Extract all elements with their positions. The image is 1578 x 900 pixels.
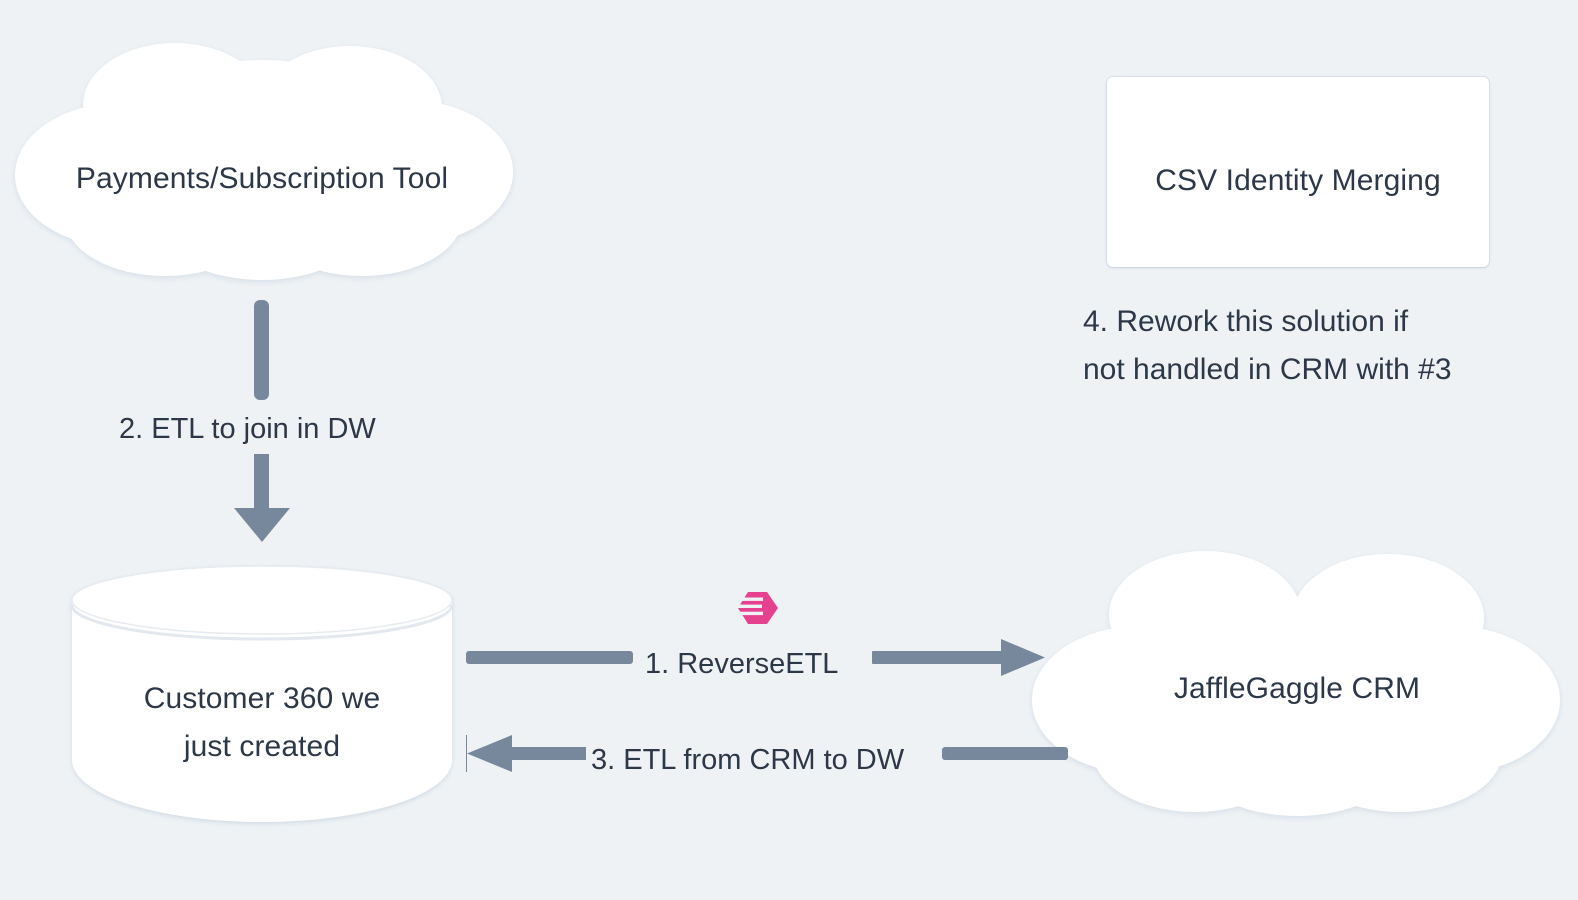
edge-label-etl-join-dw: 2. ETL to join in DW — [113, 405, 382, 454]
warehouse-cylinder-shape[interactable] — [70, 565, 454, 822]
edge-label-etl-crm-to-dw: 3. ETL from CRM to DW — [586, 737, 910, 784]
edge-label-reverse-etl: 1. ReverseETL — [640, 641, 844, 688]
arrow-etl-crm-to-dw[interactable] — [466, 735, 1068, 772]
hightouch-logo-icon — [733, 588, 782, 628]
arrow-etl-join-dw[interactable] — [234, 300, 290, 542]
csv-identity-merging-box[interactable] — [1107, 77, 1489, 267]
arrow-reverse-etl[interactable] — [466, 639, 1045, 676]
rework-note: 4. Rework this solution if not handled i… — [1083, 305, 1452, 386]
crm-cloud-shape[interactable] — [1032, 551, 1560, 816]
payments-cloud-shape[interactable] — [15, 43, 513, 280]
